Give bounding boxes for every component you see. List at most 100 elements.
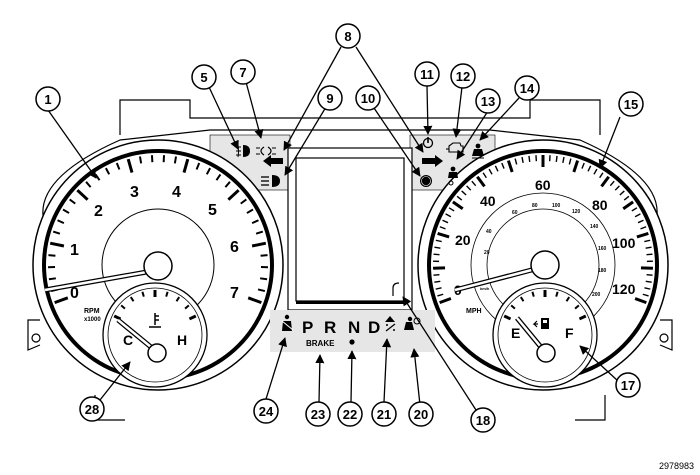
callout-14-label: 14 bbox=[520, 81, 535, 96]
speed-tick bbox=[600, 175, 610, 188]
callout-17-label: 17 bbox=[621, 378, 635, 393]
tach-tick bbox=[195, 162, 201, 170]
fuel-tick bbox=[578, 314, 587, 321]
speed-tick bbox=[646, 253, 653, 256]
tach-unit-label: RPM bbox=[84, 308, 100, 315]
callout-5: 5 bbox=[191, 64, 217, 90]
speed-tick bbox=[471, 180, 477, 187]
speed-tick bbox=[501, 162, 505, 169]
callout-10: 10 bbox=[355, 85, 381, 111]
kmh-number-100: 100 bbox=[552, 203, 561, 209]
temp-cold-label: C bbox=[123, 332, 133, 348]
fuel-tick bbox=[565, 296, 571, 302]
tach-tick bbox=[205, 167, 212, 175]
check-engine-icon bbox=[446, 142, 464, 153]
figure-id: 2978983 bbox=[658, 461, 694, 471]
speed-tick bbox=[642, 293, 649, 297]
callout-9: 9 bbox=[317, 85, 343, 111]
speed-tick bbox=[645, 246, 652, 249]
callout-13: 13 bbox=[475, 88, 501, 114]
tach-number-4: 4 bbox=[172, 184, 181, 201]
kmh-number-60: 60 bbox=[512, 210, 518, 216]
speed-tick bbox=[555, 155, 558, 162]
callout-20: 20 bbox=[408, 401, 434, 427]
left-turn-signal-icon bbox=[263, 155, 283, 167]
kmh-number-40: 40 bbox=[486, 229, 492, 235]
gear-indicator-dot bbox=[349, 339, 355, 345]
tach-tick bbox=[255, 230, 264, 235]
speed-tick bbox=[593, 168, 598, 175]
speed-tick bbox=[634, 213, 641, 218]
callout-28: 28 bbox=[79, 396, 105, 422]
speed-number-120: 120 bbox=[612, 281, 636, 297]
fuel-tick bbox=[574, 304, 580, 310]
temperature-gauge: C H bbox=[102, 282, 208, 388]
speed-tick bbox=[433, 253, 440, 256]
callout-8-label: 8 bbox=[344, 29, 351, 44]
speed-tick bbox=[599, 172, 604, 179]
temp-tick bbox=[184, 304, 190, 310]
speed-tick bbox=[461, 190, 467, 196]
speed-number-20: 20 bbox=[455, 232, 471, 248]
temp-tick bbox=[175, 296, 181, 302]
speed-tick bbox=[445, 213, 452, 218]
kmh-number-200: 200 bbox=[592, 292, 601, 298]
tach-tick bbox=[57, 219, 65, 225]
brake-label: BRAKE bbox=[306, 339, 335, 348]
temp-tick bbox=[165, 291, 169, 297]
speed-number-100: 100 bbox=[612, 235, 636, 251]
speed-tick bbox=[439, 226, 446, 230]
abs-warning-icon bbox=[420, 175, 432, 187]
speed-tick bbox=[645, 280, 652, 283]
gear-p: P bbox=[302, 318, 313, 337]
callout-15-label: 15 bbox=[624, 97, 638, 112]
speed-tick bbox=[506, 160, 514, 173]
temp-hot-label: H bbox=[177, 332, 187, 348]
tach-tick bbox=[126, 158, 134, 173]
tach-tick bbox=[85, 181, 92, 188]
tach-number-5: 5 bbox=[208, 202, 217, 219]
tach-number-1: 1 bbox=[70, 242, 79, 259]
speed-tick bbox=[437, 293, 444, 297]
callout-28-label: 28 bbox=[85, 402, 99, 417]
speed-tick bbox=[456, 195, 463, 201]
callout-23-label: 23 bbox=[311, 407, 325, 422]
callout-9-label: 9 bbox=[326, 91, 333, 106]
tach-tick bbox=[104, 167, 111, 175]
temp-tick bbox=[188, 314, 197, 321]
callout-1-label: 1 bbox=[44, 92, 51, 107]
gear-indicator-strip: P R N D BRAKE bbox=[270, 310, 435, 352]
speed-number-60: 60 bbox=[535, 177, 551, 193]
callout-21-label: 21 bbox=[377, 407, 391, 422]
callout-12: 12 bbox=[450, 63, 476, 89]
speed-tick bbox=[640, 226, 647, 230]
tach-number-7: 7 bbox=[230, 285, 239, 302]
tach-number-0: 0 bbox=[70, 285, 79, 302]
traction-control-icon bbox=[472, 143, 484, 159]
tach-number-3: 3 bbox=[130, 184, 139, 201]
gear-r: R bbox=[324, 318, 336, 337]
speed-tick bbox=[614, 185, 620, 191]
tach-tick bbox=[246, 208, 254, 214]
right-turn-signal-icon bbox=[422, 155, 443, 167]
kmh-number-20: 20 bbox=[484, 250, 490, 256]
temp-tick bbox=[129, 296, 135, 302]
callout-leaders bbox=[47, 46, 621, 411]
tach-tick bbox=[69, 198, 76, 205]
speed-tick bbox=[488, 168, 493, 175]
callout-12-label: 12 bbox=[456, 69, 470, 84]
tach-tick bbox=[247, 296, 262, 305]
callout-24-label: 24 bbox=[259, 404, 274, 419]
callout-11: 11 bbox=[414, 61, 440, 87]
fuel-tick bbox=[555, 291, 559, 297]
speed-tick bbox=[581, 162, 585, 169]
speed-tick bbox=[637, 219, 644, 224]
speed-tick bbox=[521, 156, 524, 164]
tach-tick bbox=[257, 288, 266, 293]
speed-tick bbox=[644, 287, 651, 290]
tach-tick bbox=[251, 219, 259, 225]
tach-tick bbox=[251, 241, 267, 248]
callout-7: 7 bbox=[230, 59, 256, 85]
kmh-number-80: 80 bbox=[532, 203, 538, 209]
